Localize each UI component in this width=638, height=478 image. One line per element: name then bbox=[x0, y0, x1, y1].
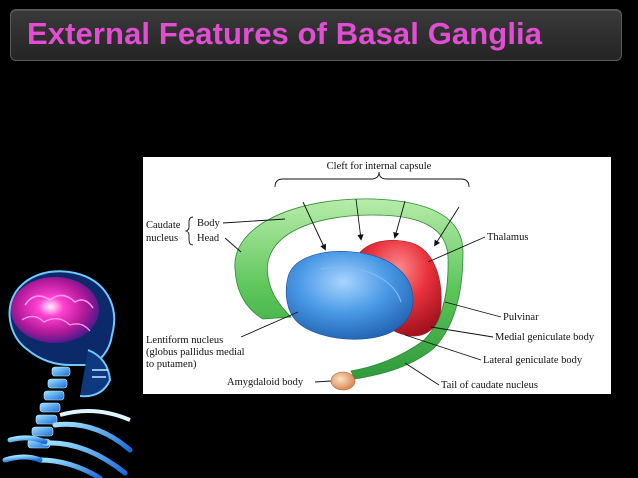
brain-glow bbox=[11, 277, 99, 343]
leader-lateral-geniculate bbox=[404, 334, 482, 361]
caudate-brace bbox=[184, 216, 194, 246]
jaw bbox=[79, 349, 112, 398]
label-medial-geniculate: Medial geniculate body bbox=[495, 332, 595, 343]
caudate-nucleus-shape bbox=[234, 198, 464, 380]
lentiform-nucleus-shape bbox=[285, 251, 414, 340]
label-caudate-2: nucleus bbox=[146, 233, 178, 244]
leader-pulvinar bbox=[444, 301, 502, 318]
title-bar: External Features of Basal Ganglia bbox=[10, 9, 622, 61]
amygdaloid-body-shape bbox=[330, 371, 356, 391]
slide-title: External Features of Basal Ganglia bbox=[27, 16, 543, 51]
leader-medial-geniculate bbox=[430, 326, 494, 338]
label-body: Body bbox=[197, 218, 221, 229]
leader-head bbox=[224, 237, 242, 253]
label-cleft: Cleft for internal capsule bbox=[327, 161, 432, 172]
leader-amygdaloid bbox=[314, 380, 332, 383]
leader-lentiform bbox=[240, 311, 299, 338]
leader-thalamus bbox=[427, 236, 486, 263]
basal-ganglia-diagram: Cleft for internal capsule Caudate nucle… bbox=[143, 157, 611, 394]
cleft-bracket bbox=[274, 171, 470, 188]
label-amygdaloid: Amygdaloid body bbox=[227, 377, 304, 388]
label-thalamus: Thalamus bbox=[487, 232, 528, 243]
skeleton-brain-illustration bbox=[2, 270, 133, 478]
label-tail: Tail of caudate nucleus bbox=[441, 380, 538, 391]
label-pulvinar: Pulvinar bbox=[503, 312, 539, 323]
label-lateral-geniculate: Lateral geniculate body bbox=[483, 355, 583, 366]
label-lentiform-3: to putamen) bbox=[146, 359, 197, 370]
leader-tail bbox=[404, 362, 440, 386]
cleft-arrows bbox=[302, 198, 460, 251]
label-head: Head bbox=[197, 233, 220, 244]
leader-body bbox=[222, 218, 286, 224]
label-lentiform-2: (globus pallidus medial bbox=[146, 347, 245, 358]
label-caudate-1: Caudate bbox=[146, 220, 181, 231]
spine bbox=[27, 366, 71, 449]
label-lentiform-1: Lentiform nucleus bbox=[146, 335, 223, 346]
ribs bbox=[2, 421, 133, 478]
clavicle bbox=[59, 409, 131, 422]
